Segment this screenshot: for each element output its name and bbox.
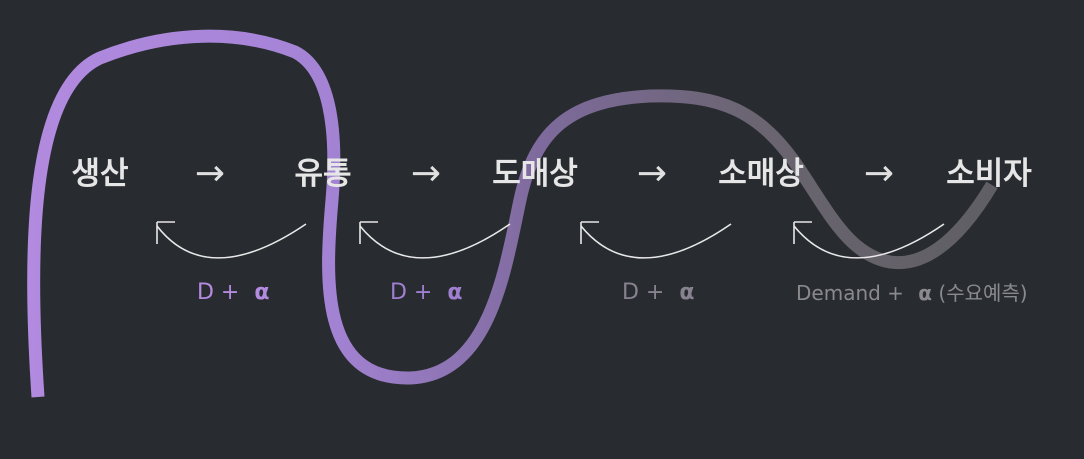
- feedback-arrow-4: [793, 221, 945, 259]
- alpha-symbol: α: [447, 280, 463, 305]
- wave-line: [27, 29, 998, 398]
- feedback-label-text: Demand +: [796, 281, 911, 305]
- feedback-label-3: D + α: [622, 279, 695, 307]
- feedback-label-text: D +: [197, 280, 247, 305]
- alpha-symbol: α: [918, 281, 933, 305]
- feedback-label-2: D + α: [390, 279, 463, 307]
- feedback-arrow-3: [580, 221, 732, 259]
- flow-arrow-1: →: [194, 153, 226, 194]
- demand-forecast-note: (수요예측): [932, 281, 1028, 305]
- flow-arrow-4: →: [863, 153, 895, 194]
- feedback-label-1: D + α: [197, 279, 270, 307]
- feedback-label-text: D +: [622, 280, 672, 305]
- alpha-symbol: α: [679, 280, 695, 305]
- node-production: 생산: [71, 156, 129, 192]
- feedback-arrow-2: [359, 221, 511, 259]
- node-distribution: 유통: [294, 156, 352, 192]
- node-consumer: 소비자: [946, 156, 1032, 192]
- node-wholesaler: 도매상: [492, 156, 578, 192]
- flow-arrow-3: →: [636, 153, 668, 194]
- feedback-label-4: Demand + α (수요예측): [796, 279, 1028, 307]
- flow-arrow-2: →: [410, 153, 442, 194]
- feedback-arrow-1: [156, 221, 307, 259]
- node-retailer: 소매상: [718, 156, 804, 192]
- alpha-symbol: α: [254, 280, 270, 305]
- feedback-label-text: D +: [390, 280, 440, 305]
